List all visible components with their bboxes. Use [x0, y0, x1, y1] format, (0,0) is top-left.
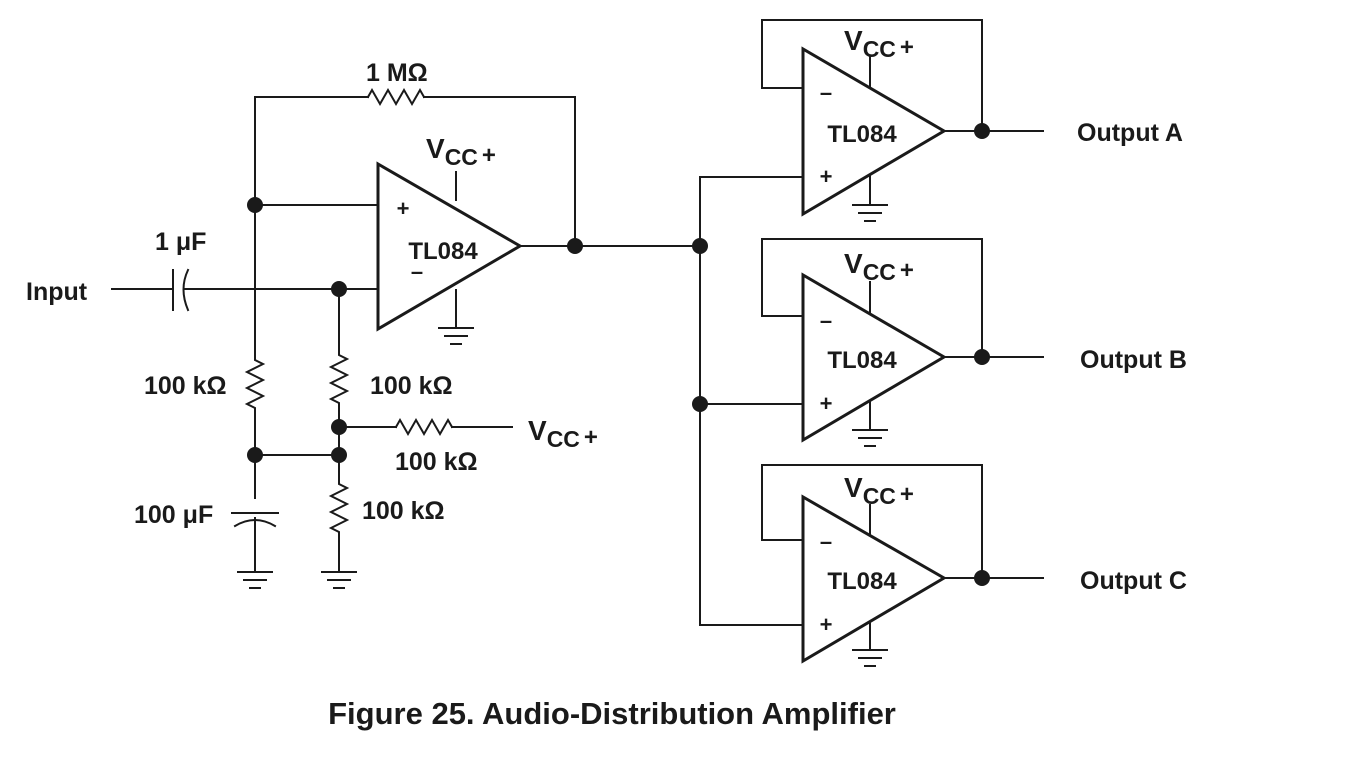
opamp-buffer-c	[801, 494, 947, 664]
junction-dot	[692, 238, 708, 254]
opamp-label: TL084	[408, 238, 478, 265]
mid-upper-resistor	[328, 349, 350, 408]
noninverting-sign: +	[397, 196, 410, 221]
ground-symbol	[237, 571, 273, 589]
left-resistor	[244, 354, 266, 413]
output-a-label: Output A	[1077, 119, 1183, 147]
ground-symbol	[852, 649, 888, 667]
opamp-input-stage	[376, 161, 523, 332]
noninverting-sign: +	[820, 164, 833, 189]
inverting-sign: –	[820, 529, 832, 554]
junction-dot	[974, 123, 990, 139]
left-resistor-label: 100 kΩ	[144, 372, 227, 400]
buffer-c: – + TL084 Output C VCC+	[761, 464, 1187, 667]
junction-dot	[331, 447, 347, 463]
bypass-capacitor-label: 100 μF	[134, 501, 213, 529]
junction-dot	[974, 349, 990, 365]
junction-dot	[567, 238, 583, 254]
output-b-label: Output B	[1080, 346, 1187, 374]
inverting-sign: –	[820, 80, 832, 105]
mid-lower-resistor	[328, 479, 350, 537]
opamp-label: TL084	[827, 568, 897, 595]
opamp-label: TL084	[827, 347, 897, 374]
vcc-label: VCC+	[528, 415, 598, 452]
noninverting-sign: +	[820, 612, 833, 637]
feedback-resistor-label: 1 MΩ	[366, 59, 428, 87]
supply-resistor	[394, 417, 454, 437]
mid-lower-resistor-label: 100 kΩ	[362, 497, 445, 525]
ground-symbol	[438, 327, 474, 345]
input-capacitor-label: 1 μF	[155, 228, 206, 256]
input-stage: + – TL084	[111, 87, 701, 589]
junction-dot	[974, 570, 990, 586]
inverting-sign: –	[820, 308, 832, 333]
vcc-label: VCC+	[844, 25, 914, 62]
noninverting-sign: +	[820, 391, 833, 416]
ground-symbol	[321, 571, 357, 589]
supply-resistor-label: 100 kΩ	[395, 448, 478, 476]
opamp-buffer-a	[801, 46, 947, 217]
junction-dot	[692, 396, 708, 412]
vcc-label: VCC+	[844, 472, 914, 509]
junction-dot	[247, 447, 263, 463]
feedback-resistor	[366, 87, 426, 107]
opamp-label: TL084	[827, 121, 897, 148]
distribution-bus	[692, 176, 804, 626]
ground-symbol	[852, 429, 888, 447]
junction-dot	[331, 419, 347, 435]
junction-dot	[247, 197, 263, 213]
buffer-a: – + TL084 Output A VCC+	[761, 19, 1183, 222]
inverting-sign: –	[411, 259, 423, 284]
figure-caption: Figure 25. Audio-Distribution Amplifier	[328, 696, 896, 731]
junction-dot	[331, 281, 347, 297]
output-c-label: Output C	[1080, 567, 1187, 595]
vcc-label: VCC+	[844, 248, 914, 285]
ground-symbol	[852, 204, 888, 222]
vcc-label: VCC+	[426, 133, 496, 170]
buffer-b: – + TL084 Output B VCC+	[761, 238, 1187, 447]
opamp-buffer-b	[801, 272, 947, 443]
mid-upper-resistor-label: 100 kΩ	[370, 372, 453, 400]
input-label: Input	[26, 278, 88, 306]
